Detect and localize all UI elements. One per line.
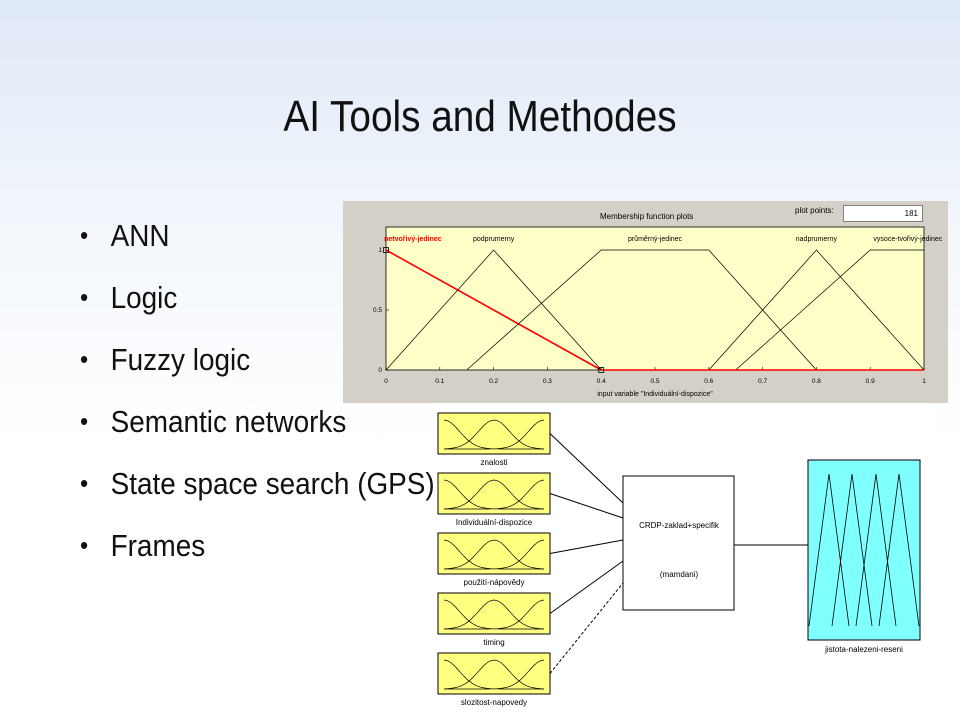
bullet-item: • Logic bbox=[80, 280, 435, 342]
x-tick-label: 0 bbox=[384, 378, 388, 385]
bullet-dot-icon: • bbox=[80, 406, 89, 436]
mf-label[interactable]: průměrný-jedinec bbox=[628, 235, 683, 243]
fis-output-box[interactable] bbox=[807, 459, 921, 641]
mf-label[interactable]: vysoce-tvořivý-jedinec bbox=[873, 236, 942, 243]
mf-curve[interactable] bbox=[708, 249, 925, 371]
fis-output-mf-curve bbox=[855, 473, 897, 627]
bullet-text: Frames bbox=[110, 528, 206, 563]
fis-input-label: slozitost-napovedy bbox=[461, 698, 527, 707]
x-tick-label: 0.2 bbox=[489, 378, 498, 385]
bullet-dot-icon: • bbox=[80, 344, 89, 374]
x-tick-label: 0.9 bbox=[866, 378, 875, 385]
bullet-text: Logic bbox=[110, 280, 178, 315]
bullet-text: Semantic networks bbox=[110, 404, 347, 439]
fis-connector bbox=[549, 539, 624, 554]
bullet-text: Fuzzy logic bbox=[110, 342, 251, 377]
fis-input-mf-curve bbox=[444, 659, 545, 690]
x-tick-label: 0.3 bbox=[543, 378, 552, 385]
x-tick-label: 0.1 bbox=[435, 378, 444, 385]
x-tick-label: 0.7 bbox=[758, 378, 767, 385]
fis-input-block[interactable]: timing bbox=[437, 592, 551, 647]
fis-input-mf-curve bbox=[443, 419, 545, 450]
plot-points-label: plot points: bbox=[795, 206, 834, 215]
x-tick-label: 0.5 bbox=[650, 378, 659, 385]
fis-system-box[interactable] bbox=[622, 475, 735, 611]
bullet-dot-icon: • bbox=[80, 220, 89, 250]
y-tick-label: 0 bbox=[378, 367, 382, 374]
mf-curve[interactable] bbox=[385, 249, 602, 371]
mf-handle[interactable] bbox=[598, 367, 605, 373]
fis-output-label: jistota-nalezeni-reseni bbox=[824, 645, 903, 654]
slide-title: AI Tools and Methodes bbox=[283, 92, 677, 141]
fis-input-block[interactable]: slozitost-napovedy bbox=[437, 652, 551, 707]
fis-system-type: (mamdani) bbox=[660, 570, 699, 579]
bullet-dot-icon: • bbox=[80, 282, 89, 312]
fis-input-mf-curve bbox=[444, 599, 545, 630]
fis-input-label: použití-nápovědy bbox=[464, 578, 525, 587]
bullet-item: • Frames bbox=[80, 528, 435, 590]
fis-output-mf-curve bbox=[808, 473, 850, 627]
bullet-dot-icon: • bbox=[80, 468, 89, 498]
mf-label[interactable]: podprumerny bbox=[473, 236, 515, 243]
fis-input-label: znalosti bbox=[480, 458, 507, 467]
mf-plot-area bbox=[385, 226, 925, 371]
mf-xlabel: input variable "Individuální-dispozice" bbox=[597, 391, 713, 398]
x-tick-label: 0.8 bbox=[812, 378, 821, 385]
fis-input-mf-curve bbox=[443, 539, 545, 570]
bullet-list: • ANN • Logic • Fuzzy logic • Semantic netwo… bbox=[80, 218, 474, 590]
fis-input-block[interactable]: Individuální-dispozice bbox=[437, 472, 551, 527]
fis-input-block[interactable]: znalosti bbox=[437, 412, 551, 467]
bullet-text: ANN bbox=[110, 218, 170, 253]
bullet-dot-icon: • bbox=[80, 530, 89, 560]
mf-panel-title: Membership function plots bbox=[600, 212, 694, 221]
fis-input-mf-curve bbox=[443, 479, 545, 510]
x-tick-label: 1 bbox=[922, 378, 926, 385]
mf-label[interactable]: nadprumerny bbox=[796, 236, 838, 243]
fis-connector bbox=[549, 560, 624, 614]
mf-handle[interactable] bbox=[383, 247, 389, 253]
plot-points-input[interactable]: 181 bbox=[843, 205, 923, 222]
fis-system-name: CRDP-zaklad+specifik bbox=[639, 521, 720, 530]
y-tick-label: 1 bbox=[378, 247, 382, 254]
fis-input-mf-curve bbox=[443, 659, 545, 690]
fis-output-mf-curve bbox=[878, 473, 920, 627]
fis-input-mf-curve bbox=[444, 539, 545, 570]
fis-input-label: timing bbox=[483, 638, 504, 647]
bullet-item: • Semantic networks bbox=[80, 404, 435, 466]
fis-connector bbox=[549, 433, 624, 504]
fis-input-mf-curve bbox=[444, 479, 545, 510]
fis-connector bbox=[549, 493, 624, 519]
fis-connector bbox=[549, 582, 624, 674]
fis-input-label: Individuální-dispozice bbox=[456, 518, 533, 527]
x-tick-label: 0.4 bbox=[597, 378, 606, 385]
bullet-item: • ANN bbox=[80, 218, 435, 280]
fis-input-block[interactable]: použití-nápovědy bbox=[437, 532, 551, 587]
fis-output-mf-curve bbox=[831, 473, 873, 627]
x-tick-label: 0.6 bbox=[704, 378, 713, 385]
mf-curve[interactable] bbox=[735, 249, 924, 371]
bullet-item: • State space search (GPS) bbox=[80, 466, 435, 528]
y-tick-label: 0.5 bbox=[373, 307, 382, 314]
bullet-text: State space search (GPS) bbox=[110, 466, 435, 501]
bullet-item: • Fuzzy logic bbox=[80, 342, 435, 404]
fis-input-mf-curve bbox=[443, 599, 545, 630]
fis-input-mf-curve bbox=[444, 419, 545, 450]
mf-curve[interactable] bbox=[385, 249, 602, 371]
mf-label[interactable]: netvořivý-jedinec bbox=[384, 236, 442, 243]
